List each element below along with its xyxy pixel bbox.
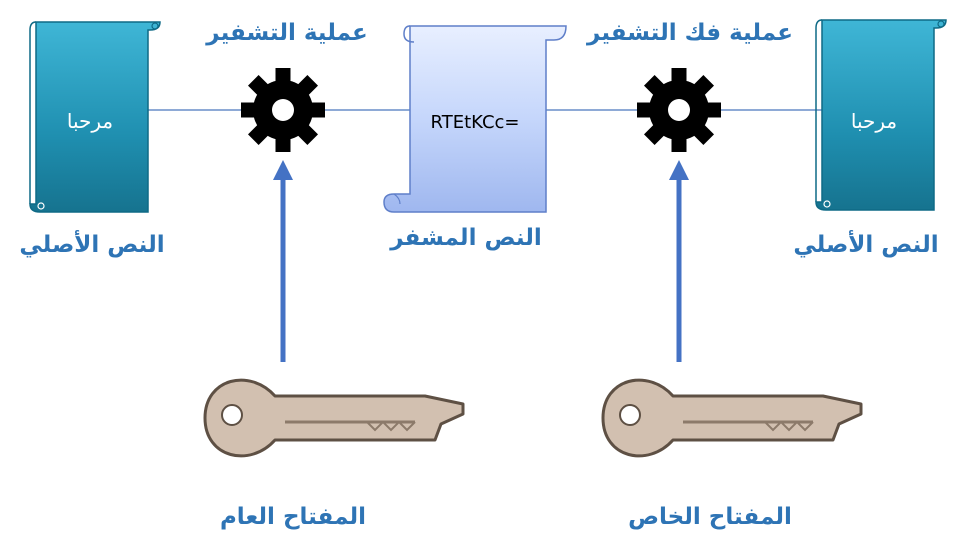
decryption-gear-icon bbox=[637, 68, 721, 152]
plaintext-scroll-right-text: مرحبا bbox=[851, 109, 897, 133]
public-key-caption: المفتاح العام bbox=[220, 504, 366, 530]
private-key-caption: المفتاح الخاص bbox=[628, 504, 792, 530]
encryption-caption: عملية التشفير bbox=[205, 20, 367, 46]
decryption-caption: عملية فك التشفير bbox=[586, 20, 793, 46]
plaintext-left-caption: النص الأصلي bbox=[19, 229, 164, 258]
ciphertext-scroll-text: RTEtKCc= bbox=[431, 112, 520, 133]
plaintext-scroll-right: مرحبا bbox=[815, 19, 947, 211]
private-key-icon bbox=[601, 378, 863, 458]
plaintext-right-caption: النص الأصلي bbox=[793, 229, 938, 258]
ciphertext-scroll: RTEtKCc= bbox=[383, 25, 567, 213]
public-key-icon bbox=[203, 378, 465, 458]
plaintext-scroll-left-text: مرحبا bbox=[67, 109, 113, 133]
plaintext-scroll-left: مرحبا bbox=[29, 21, 161, 213]
ciphertext-caption: النص المشفر bbox=[389, 225, 542, 251]
encryption-gear-icon bbox=[241, 68, 325, 152]
